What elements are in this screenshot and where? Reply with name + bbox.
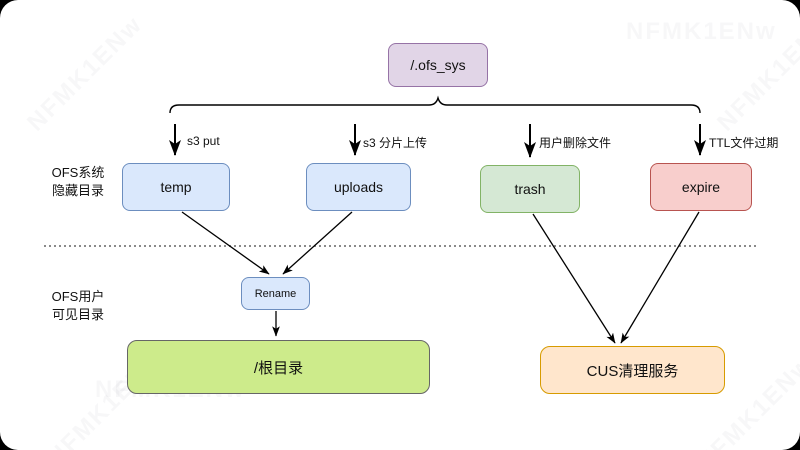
edge-label-user-delete: 用户删除文件 — [539, 136, 612, 150]
node-rename: Rename — [241, 277, 310, 310]
section-label-visible-line2: 可见目录 — [51, 306, 104, 322]
node-expire: expire — [650, 163, 752, 211]
arrow-expire-to-cleanup — [620, 211, 700, 344]
section-label-visible: OFS用户 可见目录 — [40, 288, 116, 323]
node-uploads: uploads — [306, 163, 411, 211]
brace-connector — [169, 95, 701, 114]
node-temp: temp — [122, 163, 230, 211]
node-cus-cleanup: CUS清理服务 — [540, 346, 725, 394]
edge-label-s3-put: s3 put — [187, 134, 220, 148]
arrow-temp-to-rename — [181, 211, 270, 275]
section-label-hidden-line2: 隐藏目录 — [51, 182, 104, 198]
arrow-uploads-to-rename — [282, 211, 353, 275]
section-label-hidden-line1: OFS系统 — [51, 165, 105, 180]
node-root-dir: /根目录 — [127, 340, 430, 394]
node-trash: trash — [480, 165, 580, 213]
arrow-trash-to-cleanup — [532, 213, 616, 344]
section-label-hidden: OFS系统 隐藏目录 — [40, 164, 116, 199]
section-label-visible-line1: OFS用户 — [51, 289, 105, 304]
node-ofs-sys: /.ofs_sys — [388, 43, 488, 87]
edge-label-ttl-expire: TTL文件过期 — [709, 136, 779, 150]
edge-label-s3-multipart: s3 分片上传 — [363, 136, 428, 150]
